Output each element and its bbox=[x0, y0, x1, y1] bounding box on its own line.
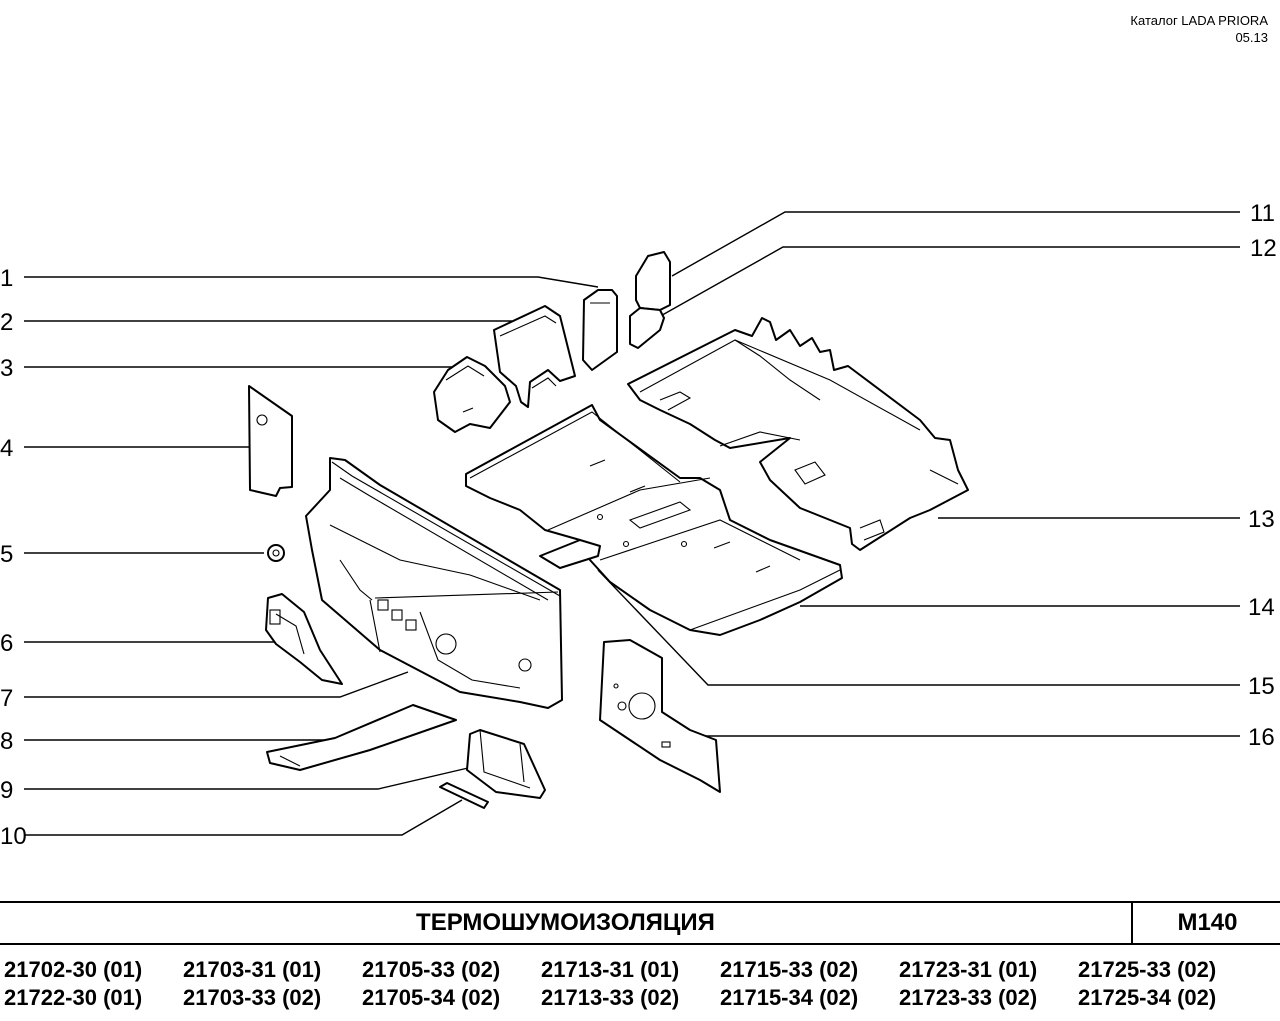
part-9-insulation-block bbox=[466, 729, 546, 799]
part-14-front-floor-insulation bbox=[465, 404, 843, 636]
callout-16: 16 bbox=[1248, 724, 1275, 751]
section-title: ТЕРМОШУМОИЗОЛЯЦИЯ bbox=[0, 903, 1133, 943]
callout-8: 8 bbox=[0, 728, 13, 755]
part-13-rear-floor-insulation bbox=[627, 317, 969, 551]
model-code: 21715-33 (02) bbox=[720, 957, 859, 982]
callout-9: 9 bbox=[0, 777, 13, 804]
model-code: 21722-30 (01) bbox=[4, 985, 143, 1010]
model-column: 21723-31 (01) 21723-33 (02) bbox=[899, 956, 1077, 1012]
model-column: 21703-31 (01) 21703-33 (02) bbox=[183, 956, 361, 1012]
title-bar: ТЕРМОШУМОИЗОЛЯЦИЯ M140 bbox=[0, 901, 1280, 945]
callout-2: 2 bbox=[0, 309, 13, 336]
model-column: 21705-33 (02) 21705-34 (02) bbox=[362, 956, 540, 1012]
callout-10: 10 bbox=[0, 823, 27, 850]
callout-15: 15 bbox=[1248, 673, 1275, 700]
model-column: 21725-33 (02) 21725-34 (02) bbox=[1078, 956, 1256, 1012]
callout-6: 6 bbox=[0, 630, 13, 657]
model-code: 21702-30 (01) bbox=[4, 957, 143, 982]
section-code: M140 bbox=[1177, 909, 1238, 936]
model-code: 21723-33 (02) bbox=[899, 985, 1038, 1010]
part-15-insulation-strip bbox=[539, 539, 601, 569]
part-1-insulation-pad bbox=[582, 289, 618, 371]
model-code: 21725-33 (02) bbox=[1078, 957, 1217, 982]
callout-4: 4 bbox=[0, 435, 13, 462]
callout-3: 3 bbox=[0, 355, 13, 382]
model-code: 21713-31 (01) bbox=[541, 957, 680, 982]
leader-lines bbox=[24, 211, 1240, 836]
part-12-insulation-pad bbox=[629, 307, 665, 349]
model-code: 21703-31 (01) bbox=[183, 957, 322, 982]
catalog-header: Каталог LADA PRIORA 05.13 bbox=[1130, 12, 1268, 46]
callout-13: 13 bbox=[1248, 506, 1275, 533]
model-code: 21705-33 (02) bbox=[362, 957, 501, 982]
model-code: 21705-34 (02) bbox=[362, 985, 501, 1010]
model-code: 21723-31 (01) bbox=[899, 957, 1038, 982]
insulation-diagram: 1 2 3 4 5 6 7 8 9 10 11 12 13 14 15 16 bbox=[0, 200, 1277, 850]
model-column: 21715-33 (02) 21715-34 (02) bbox=[720, 956, 898, 1012]
model-column: 21702-30 (01) 21722-30 (01) bbox=[4, 956, 182, 1012]
part-16-insulation-panel bbox=[599, 639, 721, 793]
part-5-clip bbox=[267, 544, 285, 562]
callout-11: 11 bbox=[1250, 200, 1275, 227]
part-2-insulation-pad bbox=[493, 305, 576, 408]
model-column: 21713-31 (01) 21713-33 (02) bbox=[541, 956, 719, 1012]
model-code: 21703-33 (02) bbox=[183, 985, 322, 1010]
part-3-insulation-pad bbox=[433, 356, 511, 433]
callout-12: 12 bbox=[1250, 235, 1277, 262]
catalog-name: Каталог LADA PRIORA bbox=[1130, 13, 1268, 28]
model-code: 21715-34 (02) bbox=[720, 985, 859, 1010]
model-code: 21725-34 (02) bbox=[1078, 985, 1217, 1010]
part-10-seal-strip bbox=[439, 782, 489, 809]
callout-labels: 1 2 3 4 5 6 7 8 9 10 11 12 13 14 15 16 bbox=[0, 200, 1277, 850]
part-11-insulation-pad bbox=[635, 251, 671, 311]
callout-5: 5 bbox=[0, 541, 13, 568]
callout-7: 7 bbox=[0, 685, 13, 712]
part-6-insulation-pad bbox=[265, 593, 343, 685]
part-7-dash-panel-insulation bbox=[305, 457, 563, 709]
part-4-insulation-sheet bbox=[248, 385, 293, 497]
part-8-insulation-strip bbox=[266, 704, 457, 771]
model-code: 21713-33 (02) bbox=[541, 985, 680, 1010]
catalog-date: 05.13 bbox=[1235, 30, 1268, 45]
callout-1: 1 bbox=[0, 265, 13, 292]
callout-14: 14 bbox=[1248, 594, 1275, 621]
